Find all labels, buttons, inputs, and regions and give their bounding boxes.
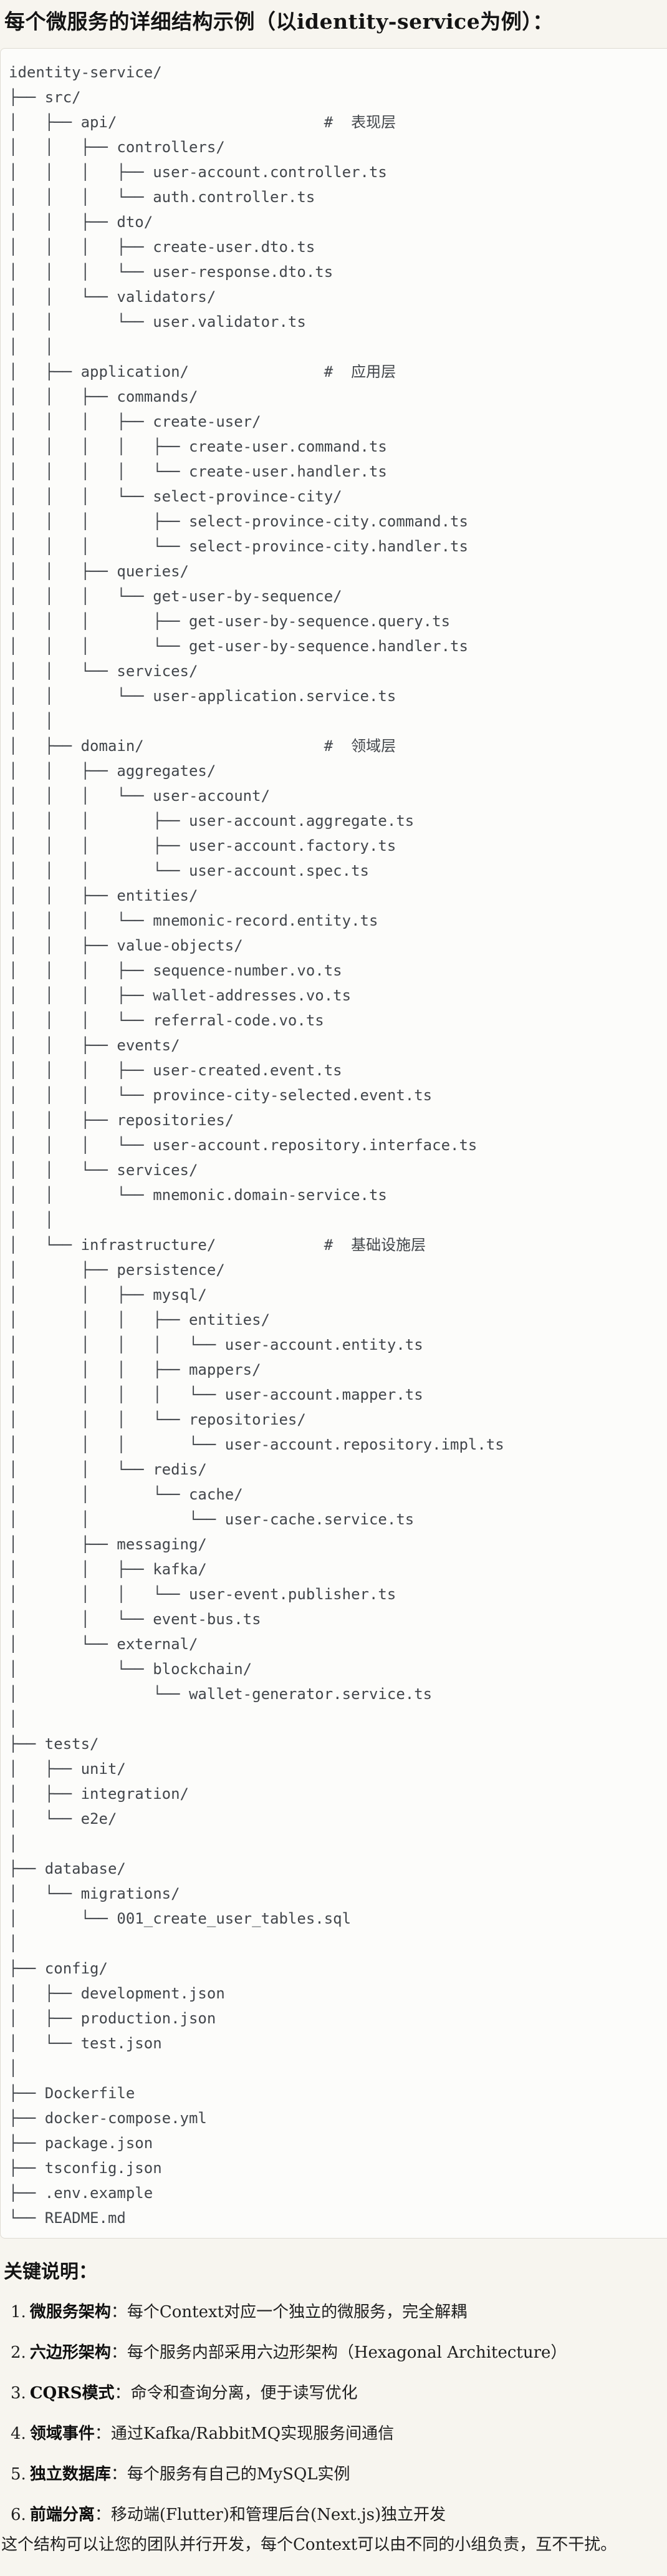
notes-list: 1.微服务架构：每个Context对应一个独立的微服务，完全解耦 2.六边形架构… [0, 2300, 667, 2527]
note-item-5: 5.独立数据库：每个服务有自己的MySQL实例 [11, 2462, 667, 2487]
note-item-6: 6.前端分离：移动端(Flutter)和管理后台(Next.js)独立开发 [11, 2502, 667, 2527]
note-term: 前端分离 [29, 2506, 95, 2524]
note-desc: 每个服务有自己的MySQL实例 [127, 2465, 350, 2484]
footer-note: 这个结构可以让您的团队并行开发，每个Context可以由不同的小组负责，互不干扰… [1, 2535, 617, 2554]
note-term: CQRS模式 [29, 2384, 115, 2403]
file-tree: identity-service/ ├── src/ │ ├── api/ # … [9, 64, 504, 2227]
note-item-3: 3.CQRS模式：命令和查询分离，便于读写优化 [11, 2381, 667, 2406]
page-title: 每个微服务的详细结构示例（以identity-service为例）： [4, 9, 554, 34]
note-colon: ： [114, 2384, 131, 2403]
note-desc: 每个Context对应一个独立的微服务，完全解耦 [127, 2303, 468, 2322]
note-term: 领域事件 [29, 2424, 95, 2443]
note-number: 2. [11, 2343, 26, 2362]
note-colon: ： [94, 2506, 111, 2524]
note-colon: ： [110, 2343, 127, 2362]
note-term: 微服务架构 [29, 2303, 111, 2322]
note-number: 1. [11, 2303, 26, 2322]
note-desc: 命令和查询分离，便于读写优化 [130, 2384, 358, 2403]
note-number: 6. [11, 2506, 26, 2524]
tree-panel: identity-service/ ├── src/ │ ├── api/ # … [0, 48, 667, 2239]
note-colon: ： [110, 2465, 127, 2484]
note-term: 独立数据库 [29, 2465, 111, 2484]
notes-heading: 关键说明： [4, 2261, 97, 2283]
note-number: 3. [11, 2384, 26, 2403]
note-term: 六边形架构 [29, 2343, 111, 2362]
note-number: 4. [11, 2424, 26, 2443]
note-colon: ： [110, 2303, 127, 2322]
note-colon: ： [94, 2424, 111, 2443]
note-desc: 通过Kafka/RabbitMQ实现服务间通信 [110, 2424, 395, 2443]
note-item-4: 4.领域事件：通过Kafka/RabbitMQ实现服务间通信 [11, 2421, 667, 2446]
note-item-1: 1.微服务架构：每个Context对应一个独立的微服务，完全解耦 [11, 2300, 667, 2325]
note-number: 5. [11, 2465, 26, 2484]
note-item-2: 2.六边形架构：每个服务内部采用六边形架构（Hexagonal Architec… [11, 2340, 667, 2365]
note-desc: 移动端(Flutter)和管理后台(Next.js)独立开发 [110, 2506, 446, 2524]
note-desc: 每个服务内部采用六边形架构（Hexagonal Architecture） [127, 2343, 567, 2362]
